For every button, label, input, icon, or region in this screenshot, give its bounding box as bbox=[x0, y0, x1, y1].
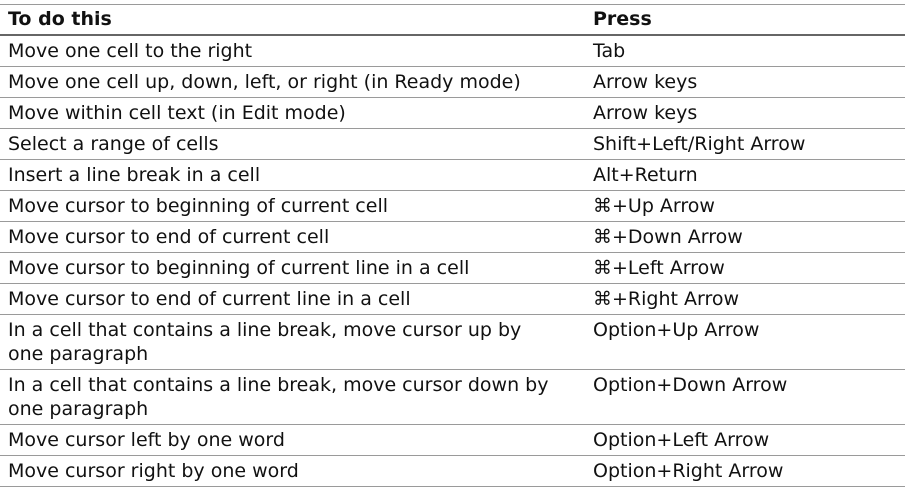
keys-cell: Alt+Return bbox=[585, 159, 905, 191]
keys-cell: Arrow keys bbox=[585, 97, 905, 129]
shortcut-table: To do this Press Move one cell to the ri… bbox=[0, 4, 905, 487]
table-row: Move cursor to beginning of current line… bbox=[0, 252, 905, 284]
action-cell: Select a range of cells bbox=[0, 128, 585, 160]
action-cell: Insert a line break in a cell bbox=[0, 159, 585, 191]
keys-cell: Option+Left Arrow bbox=[585, 424, 905, 456]
keys-cell: ⌘+Up Arrow bbox=[585, 190, 905, 222]
keys-cell: Arrow keys bbox=[585, 66, 905, 98]
table-row: Move within cell text (in Edit mode) Arr… bbox=[0, 97, 905, 129]
column-header-keys: Press bbox=[585, 4, 905, 36]
keys-cell: Option+Down Arrow bbox=[585, 369, 905, 425]
table-row: In a cell that contains a line break, mo… bbox=[0, 369, 905, 425]
action-cell: Move cursor to end of current line in a … bbox=[0, 283, 585, 315]
action-cell: Move within cell text (in Edit mode) bbox=[0, 97, 585, 129]
action-cell: Move cursor to beginning of current line… bbox=[0, 252, 585, 284]
keys-cell: Option+Right Arrow bbox=[585, 455, 905, 487]
table-header-row: To do this Press bbox=[0, 4, 905, 36]
keys-cell: ⌘+Right Arrow bbox=[585, 283, 905, 315]
action-cell: Move cursor left by one word bbox=[0, 424, 585, 456]
table-row: In a cell that contains a line break, mo… bbox=[0, 314, 905, 370]
table-row: Move cursor to beginning of current cell… bbox=[0, 190, 905, 222]
keys-cell: Shift+Left/Right Arrow bbox=[585, 128, 905, 160]
table-row: Move one cell up, down, left, or right (… bbox=[0, 66, 905, 98]
table-row: Move cursor right by one word Option+Rig… bbox=[0, 455, 905, 487]
action-cell: In a cell that contains a line break, mo… bbox=[0, 369, 585, 425]
table-row: Select a range of cells Shift+Left/Right… bbox=[0, 128, 905, 160]
keys-cell: Option+Up Arrow bbox=[585, 314, 905, 370]
shortcut-table-container: To do this Press Move one cell to the ri… bbox=[0, 4, 905, 487]
action-cell: Move cursor to beginning of current cell bbox=[0, 190, 585, 222]
action-cell: Move cursor to end of current cell bbox=[0, 221, 585, 253]
keys-cell: ⌘+Left Arrow bbox=[585, 252, 905, 284]
column-header-action: To do this bbox=[0, 4, 585, 36]
action-cell: Move one cell up, down, left, or right (… bbox=[0, 66, 585, 98]
table-row: Move cursor to end of current cell ⌘+Dow… bbox=[0, 221, 905, 253]
keys-cell: Tab bbox=[585, 35, 905, 67]
table-row: Move one cell to the right Tab bbox=[0, 35, 905, 67]
table-row: Move cursor left by one word Option+Left… bbox=[0, 424, 905, 456]
action-cell: In a cell that contains a line break, mo… bbox=[0, 314, 585, 370]
action-cell: Move cursor right by one word bbox=[0, 455, 585, 487]
table-row: Insert a line break in a cell Alt+Return bbox=[0, 159, 905, 191]
table-row: Move cursor to end of current line in a … bbox=[0, 283, 905, 315]
keys-cell: ⌘+Down Arrow bbox=[585, 221, 905, 253]
action-cell: Move one cell to the right bbox=[0, 35, 585, 67]
